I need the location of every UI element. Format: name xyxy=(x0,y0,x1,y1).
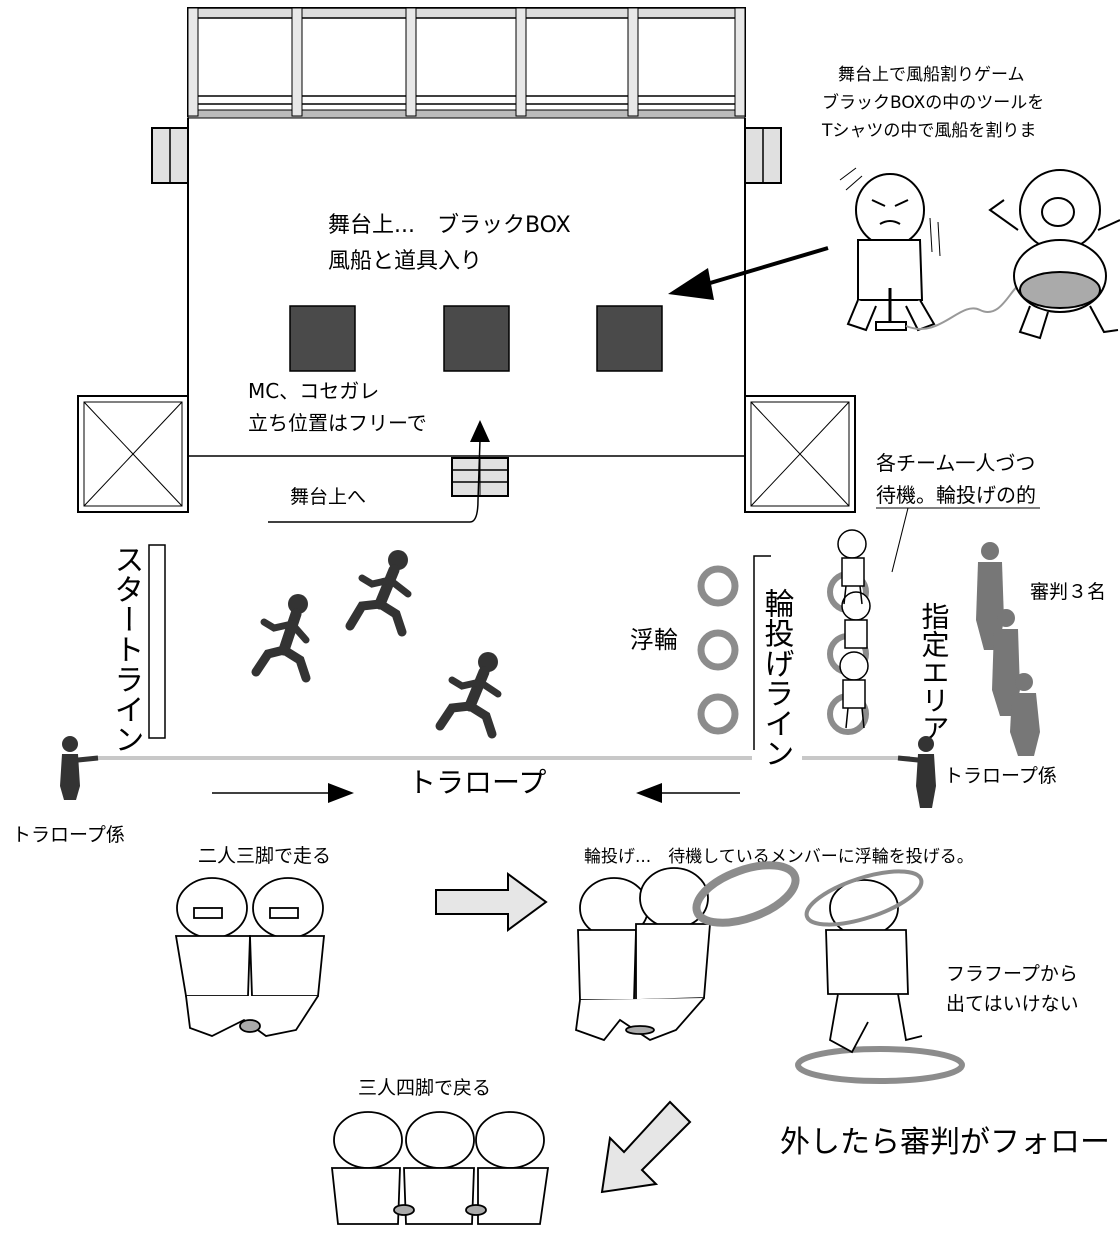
corner-block-right xyxy=(744,395,856,513)
throw-line-label: 輪投げライン xyxy=(759,588,794,768)
rope-arrow-left xyxy=(212,783,354,803)
float-ring-3 xyxy=(697,693,739,735)
float-ring-1 xyxy=(697,565,739,607)
pump-person-illustration xyxy=(839,167,1021,332)
float-ring-label: 浮輪 xyxy=(630,626,678,654)
balloon-note-1: 舞台上で風船割りゲーム xyxy=(838,65,1025,85)
balloon-person-illustration xyxy=(988,169,1120,340)
rope-staff-left-label: トラロープ係 xyxy=(12,824,125,846)
to-stage-arrow xyxy=(268,420,490,523)
float-ring-2 xyxy=(697,629,739,671)
rope-staff-right-label: トラロープ係 xyxy=(944,765,1057,787)
throw-line-bar xyxy=(753,555,771,750)
tiger-rope-label: トラロープ xyxy=(408,766,546,799)
waiting-leader xyxy=(891,507,909,573)
to-stage-label: 舞台上へ xyxy=(290,486,366,508)
three-person-illustration xyxy=(330,1111,550,1225)
balloon-note-2: ブラックBOXの中のツールを xyxy=(822,92,1044,113)
designated-area-label: 指定エリア xyxy=(918,602,951,742)
follow-label: 外したら審判がフォロー xyxy=(780,1125,1110,1160)
waiting-label-1: 各チーム一人づつ xyxy=(876,451,1035,475)
hula-person-illustration xyxy=(795,869,965,1084)
three-legged-label: 二人三脚で走る xyxy=(198,845,331,867)
black-box-1 xyxy=(289,305,356,372)
hula-label-2: 出てはいけない xyxy=(946,993,1079,1015)
rope-arrow-right xyxy=(636,783,740,803)
rope-staff-right-figure xyxy=(897,736,936,808)
runner-1 xyxy=(251,594,311,683)
waiting-members xyxy=(827,529,871,735)
stage-box-label-1: 舞台上... ブラックBOX xyxy=(328,213,571,238)
waiting-label-2: 待機。輪投げの的 xyxy=(876,483,1036,507)
referees-illustration xyxy=(976,542,1040,756)
mc-label-2: 立ち位置はフリーで xyxy=(248,411,427,435)
side-speaker-left xyxy=(151,127,189,184)
start-line-label: スタートライン xyxy=(109,544,144,754)
balloon-arrow xyxy=(668,246,829,300)
referees-label: 審判３名 xyxy=(1030,581,1106,603)
hula-label-1: フラフープから xyxy=(946,963,1078,985)
start-line-bar xyxy=(148,544,166,739)
ring-toss-label: 輪投げ... 待機しているメンバーに浮輪を投げる。 xyxy=(584,847,974,867)
return-arrow xyxy=(600,1100,692,1194)
corner-block-left xyxy=(77,395,189,513)
mc-label-1: MC、コセガレ xyxy=(248,379,379,403)
black-box-2 xyxy=(443,305,510,372)
stage-floor xyxy=(187,118,746,458)
runner-3 xyxy=(435,652,502,739)
stage-box-label-2: 風船と道具入り xyxy=(328,249,482,274)
side-speaker-right xyxy=(744,127,782,184)
stage-truss xyxy=(187,7,746,119)
black-box-3 xyxy=(596,305,663,372)
ring-toss-illustration xyxy=(575,861,800,1042)
two-person-illustration xyxy=(174,877,325,1037)
rope-staff-left-figure xyxy=(60,736,99,800)
balloon-note-3: Tシャツの中で風船を割りま xyxy=(821,121,1036,141)
four-legged-label: 三人四脚で戻る xyxy=(358,1077,491,1099)
stage-steps xyxy=(451,457,509,497)
runner-2 xyxy=(345,550,412,637)
forward-arrow xyxy=(435,872,548,932)
